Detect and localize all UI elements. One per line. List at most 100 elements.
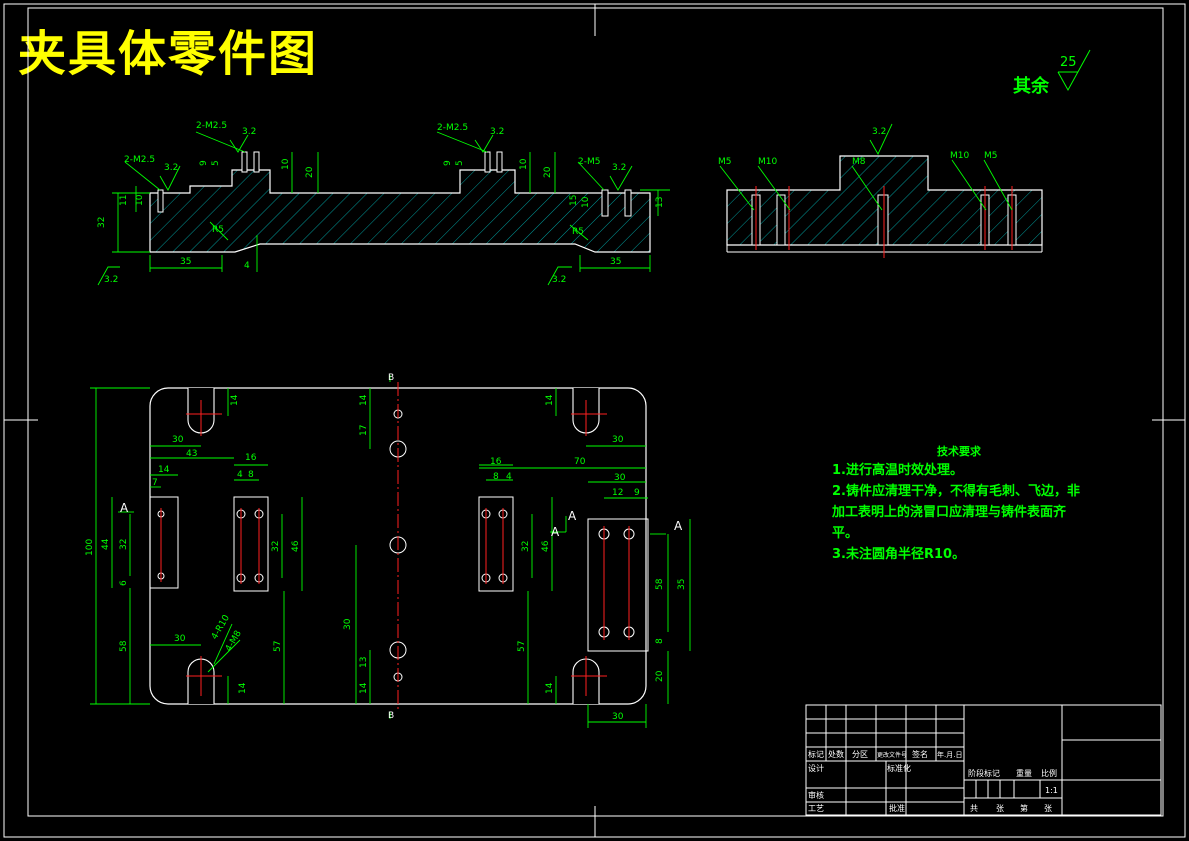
pv-dim-46-l: 46: [291, 540, 301, 552]
section-mark-b1: B: [388, 373, 394, 383]
dim-13: 13: [655, 197, 665, 208]
tb-sign: 签名: [912, 749, 928, 759]
hole-m25-b: 2-M2.5: [437, 123, 468, 133]
dim-35-left: 35: [180, 257, 191, 267]
pv-dim-30-r: 30: [612, 435, 624, 445]
tech-req-item-1: 1.进行高温时效处理。: [832, 463, 963, 478]
front-rough-3: 3.2: [242, 127, 256, 137]
front-rough-5: 3.2: [164, 163, 178, 173]
dim-10-right: 10: [581, 196, 591, 208]
side-hole-5: M5: [984, 151, 998, 161]
tb-process: 工艺: [808, 804, 824, 813]
side-rough: 3.2: [872, 127, 886, 137]
front-rough-6: 3.2: [612, 163, 626, 173]
dim-r5-left: R5: [212, 225, 224, 235]
title-block: [805, 704, 1162, 816]
hole-m25-a: 2-M2.5: [196, 121, 227, 131]
tech-req-item-2: 2.铸件应清理干净，不得有毛刺、飞边，非: [832, 484, 1080, 499]
pv-dim-9: 9: [634, 488, 640, 498]
dim-20-b: 20: [543, 166, 553, 178]
pv-dim-70: 70: [574, 457, 586, 467]
hole-m5: 2-M5: [578, 157, 600, 167]
pv-dim-13: 13: [359, 657, 369, 668]
tb-scale: 1:1: [1045, 786, 1058, 795]
front-rough-4: 3.2: [490, 127, 504, 137]
pv-dim-46-r: 46: [541, 540, 551, 552]
pv-dim-14-c2: 14: [359, 682, 369, 694]
plan-view: 14 30 43 16 14 7 4 8 100 44 32 6 32 46 5…: [85, 373, 691, 728]
tech-req-item-3: 加工表明上的浇冒口应清理与铸件表面齐: [832, 505, 1067, 520]
pv-dim-57-l: 57: [273, 641, 283, 652]
dim-20-a: 20: [305, 166, 315, 178]
dim-10-left: 10: [135, 194, 145, 206]
dim-10-b: 10: [519, 158, 529, 170]
pv-dim-32-b: 32: [271, 541, 281, 552]
section-mark-b2: B: [388, 711, 394, 721]
rest-surface-label: 其余: [1013, 72, 1049, 98]
rest-label: 其余: [1013, 76, 1049, 97]
front-rough-2: 3.2: [552, 275, 566, 285]
tb-scale-label: 比例: [1041, 768, 1057, 778]
tb-sheets-total: 共: [970, 804, 978, 813]
side-hole-1: M5: [718, 157, 732, 167]
pv-dim-8-l: 8: [248, 470, 254, 480]
pv-dim-30-bl: 30: [174, 634, 186, 644]
tb-sheets-unit-2: 张: [1044, 804, 1052, 813]
tb-check: 审核: [808, 790, 824, 800]
pv-dim-14-bl: 14: [238, 682, 248, 694]
tech-requirements-heading: 技术要求: [937, 445, 981, 458]
hole-m25-c: 2-M2.5: [124, 155, 155, 165]
sheet-border: [3, 3, 1186, 838]
pv-dim-43: 43: [186, 449, 197, 459]
dim-r5-right: R5: [572, 227, 584, 237]
rest-roughness-symbol: 25: [1057, 49, 1091, 92]
pv-dim-44: 44: [101, 538, 111, 550]
pv-dim-30-tl: 30: [172, 435, 184, 445]
pv-dim-32-a: 32: [119, 539, 129, 550]
pv-dim-6: 6: [119, 580, 129, 586]
tb-zone: 分区: [852, 750, 868, 759]
tb-standard: 标准化: [887, 763, 911, 773]
side-section-view: 3.2 M5 M10 M8 M10 M5: [718, 123, 1043, 258]
pv-dim-58-r: 58: [655, 578, 665, 590]
side-hole-2: M10: [758, 157, 777, 167]
dim-11: 11: [119, 195, 129, 206]
rest-roughness-value: 25: [1060, 55, 1077, 70]
side-hole-3: M8: [852, 157, 866, 167]
pv-dim-14-tr: 14: [545, 394, 555, 406]
pv-dim-14-tl: 14: [230, 394, 240, 406]
dim-5-a: 5: [211, 160, 221, 166]
section-mark-a1: A: [120, 501, 129, 515]
tech-requirements: 技术要求 1.进行高温时效处理。 2.铸件应清理干净，不得有毛刺、飞边，非 加工…: [832, 444, 1122, 565]
pv-dim-14-c: 14: [359, 394, 369, 406]
front-section-view: 35 35 4 32 11 10 9 5 10 20 9 5 10 20 15 …: [97, 121, 670, 286]
tb-weight: 重量: [1016, 768, 1032, 778]
section-mark-a2: A: [551, 525, 560, 539]
pv-label-r10: 4-R10: [210, 613, 232, 641]
tb-mark: 标记: [808, 749, 824, 759]
pv-dim-100: 100: [85, 539, 95, 556]
pv-dim-35: 35: [677, 579, 687, 590]
pv-dim-16-l: 16: [245, 453, 257, 463]
tb-design: 设计: [808, 763, 824, 773]
dim-35-right: 35: [610, 257, 621, 267]
pv-dim-17: 17: [359, 425, 369, 436]
dim-4: 4: [244, 261, 250, 271]
pv-dim-14-l: 14: [158, 465, 170, 475]
pv-dim-57-r: 57: [517, 641, 527, 652]
dim-9-b: 9: [443, 160, 453, 166]
tech-req-item-5: 3.未注圆角半径R10。: [832, 547, 966, 562]
pv-dim-30-br: 30: [612, 712, 624, 722]
tb-count: 处数: [828, 749, 844, 759]
front-rough-1: 3.2: [104, 275, 118, 285]
pv-dim-4-r: 4: [506, 472, 512, 482]
pv-dim-32-c: 32: [521, 541, 531, 552]
pv-dim-7: 7: [152, 478, 158, 488]
tech-req-item-4: 平。: [832, 526, 859, 541]
pv-dim-30-tr: 30: [614, 473, 626, 483]
tb-stage: 阶段标记: [968, 768, 1000, 778]
pv-dim-20: 20: [655, 670, 665, 682]
pv-dim-14-br: 14: [545, 682, 555, 694]
